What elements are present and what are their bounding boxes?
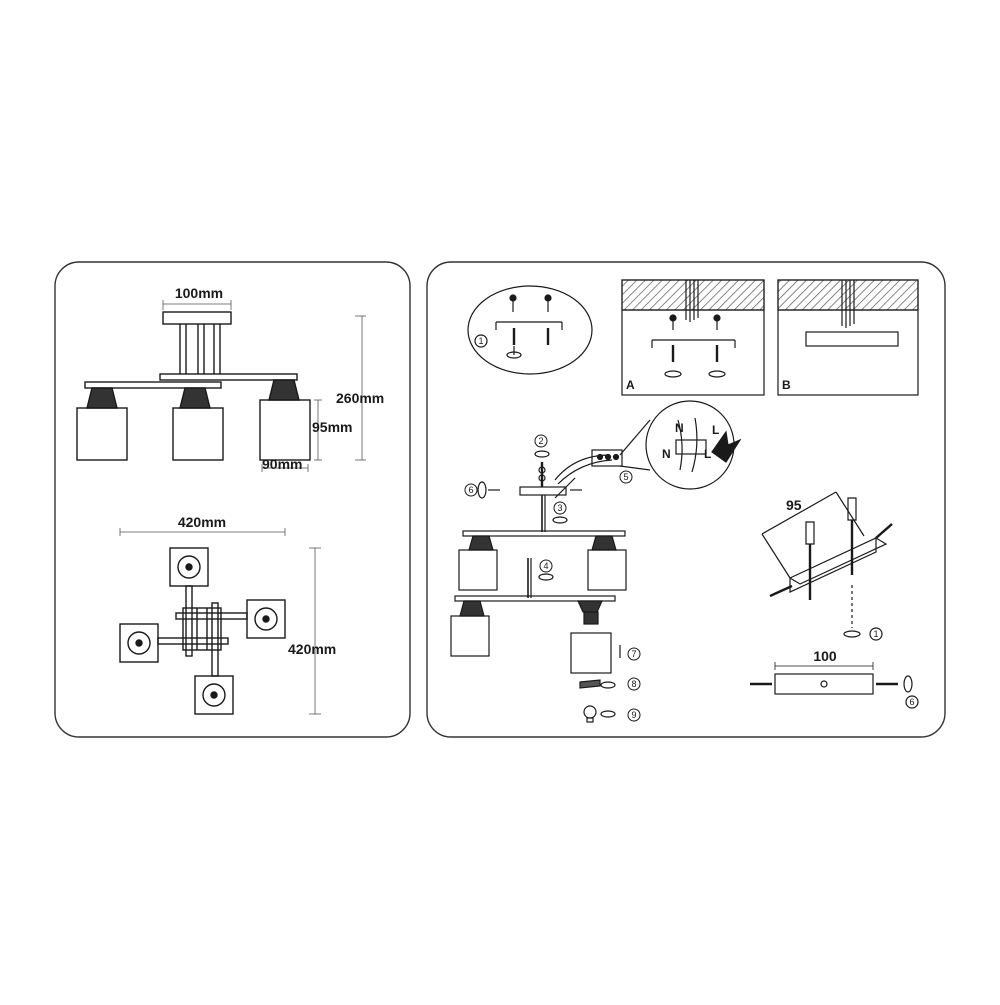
panel-b-ceiling-mount (777, 279, 919, 396)
terminal-l-label: L (704, 447, 711, 461)
exploded-assembly (450, 400, 742, 723)
step-6b-number: 6 (909, 697, 914, 707)
terminal-n-label: N (662, 447, 671, 461)
lamp-side-elevation (76, 311, 311, 461)
shade-width-label: 90mm (262, 456, 302, 472)
step-2-number: 2 (538, 436, 543, 446)
span-depth-label: 420mm (288, 641, 336, 657)
step-8-number: 8 (631, 679, 636, 689)
total-height-label: 260mm (336, 390, 384, 406)
canopy-width-label: 100mm (175, 285, 223, 301)
bracket-isometric (761, 491, 893, 641)
step-9-number: 9 (631, 710, 636, 720)
step-6-number: 6 (468, 485, 473, 495)
panel-a-ceiling-mount (621, 279, 765, 396)
step-4-number: 4 (543, 561, 548, 571)
plan-dimension-lines (119, 528, 321, 715)
step-7-number: 7 (631, 649, 636, 659)
bracket-width-label: 100 (813, 648, 837, 664)
bracket-length-label: 95 (786, 497, 802, 513)
side-dimension-lines (162, 300, 366, 472)
panel-b-label: B (782, 378, 791, 392)
step-1-number: 1 (478, 336, 483, 346)
step-3-number: 3 (557, 503, 562, 513)
panel-a-label: A (626, 378, 635, 392)
right-panel-border (426, 261, 946, 738)
left-panel-border (54, 261, 411, 738)
shade-height-label: 95mm (312, 419, 352, 435)
lamp-plan-view (119, 547, 286, 715)
step-5-number: 5 (623, 472, 628, 482)
anchor-callout (467, 285, 593, 375)
wiring-n-label: N (675, 421, 684, 435)
span-width-label: 420mm (178, 514, 226, 530)
step-circles (464, 434, 641, 722)
bracket-bottom-view (750, 662, 919, 709)
wiring-l-label: L (712, 423, 719, 437)
step-1b-number: 1 (873, 629, 878, 639)
